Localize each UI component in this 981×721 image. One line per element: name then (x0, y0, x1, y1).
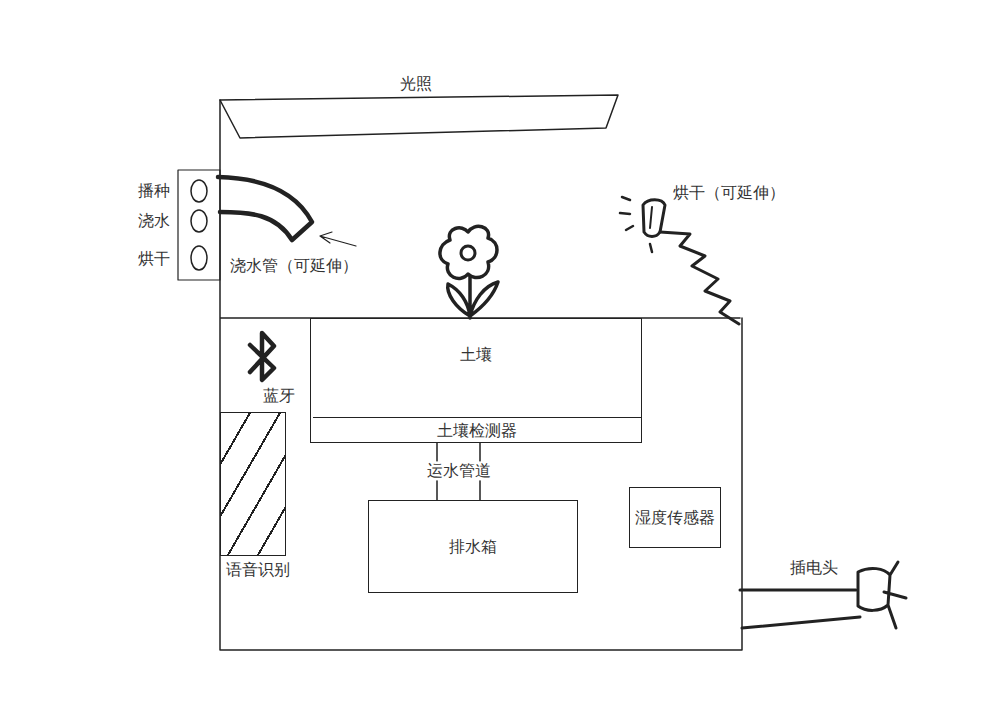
soil-box: 土壤土壤检测器 (310, 318, 642, 443)
grow-light (220, 95, 618, 138)
flower-stem (448, 276, 498, 318)
node-text: 排水箱 (449, 537, 497, 556)
pipe-label: 浇水管（可延伸） (230, 256, 358, 275)
hatched-module (220, 412, 286, 556)
drain-tank: 排水箱 (368, 500, 578, 593)
light-label: 光照 (400, 74, 432, 93)
bluetooth-symbol (250, 333, 274, 380)
flower-center (461, 246, 475, 260)
edge-label: 运水管道 (425, 461, 493, 480)
bluetooth-label: 蓝牙 (263, 386, 295, 405)
watering-pipe (218, 177, 312, 240)
button-panel (178, 170, 220, 280)
dry-label: 烘干 (138, 249, 170, 268)
dryer-rays (620, 197, 652, 252)
node-text: 土壤检测器 (313, 421, 641, 440)
dryer-cord (660, 232, 739, 324)
node-text: 语音识别 (226, 560, 290, 579)
node-text: 土壤 (311, 345, 641, 364)
sow-button (191, 180, 207, 202)
water-label: 浇水 (138, 211, 170, 230)
flower-head (440, 226, 497, 278)
plug-head (858, 562, 906, 628)
voice-module: 语音识别 (220, 412, 290, 579)
humidity-sensor: 湿度传感器 (629, 487, 721, 548)
dryer-lamp-detail (650, 207, 652, 228)
water-button (191, 210, 207, 232)
dry-button (191, 246, 207, 270)
plug-label: 插电头 (790, 558, 838, 577)
node-text: 湿度传感器 (635, 508, 715, 527)
soil-detector-band: 土壤检测器 (313, 417, 641, 442)
housing-outline (220, 100, 742, 650)
plug-cord (740, 590, 860, 628)
pipe-leader-arrow (320, 232, 356, 246)
dryer-label: 烘干（可延伸） (673, 183, 785, 202)
sow-label: 播种 (138, 181, 170, 200)
